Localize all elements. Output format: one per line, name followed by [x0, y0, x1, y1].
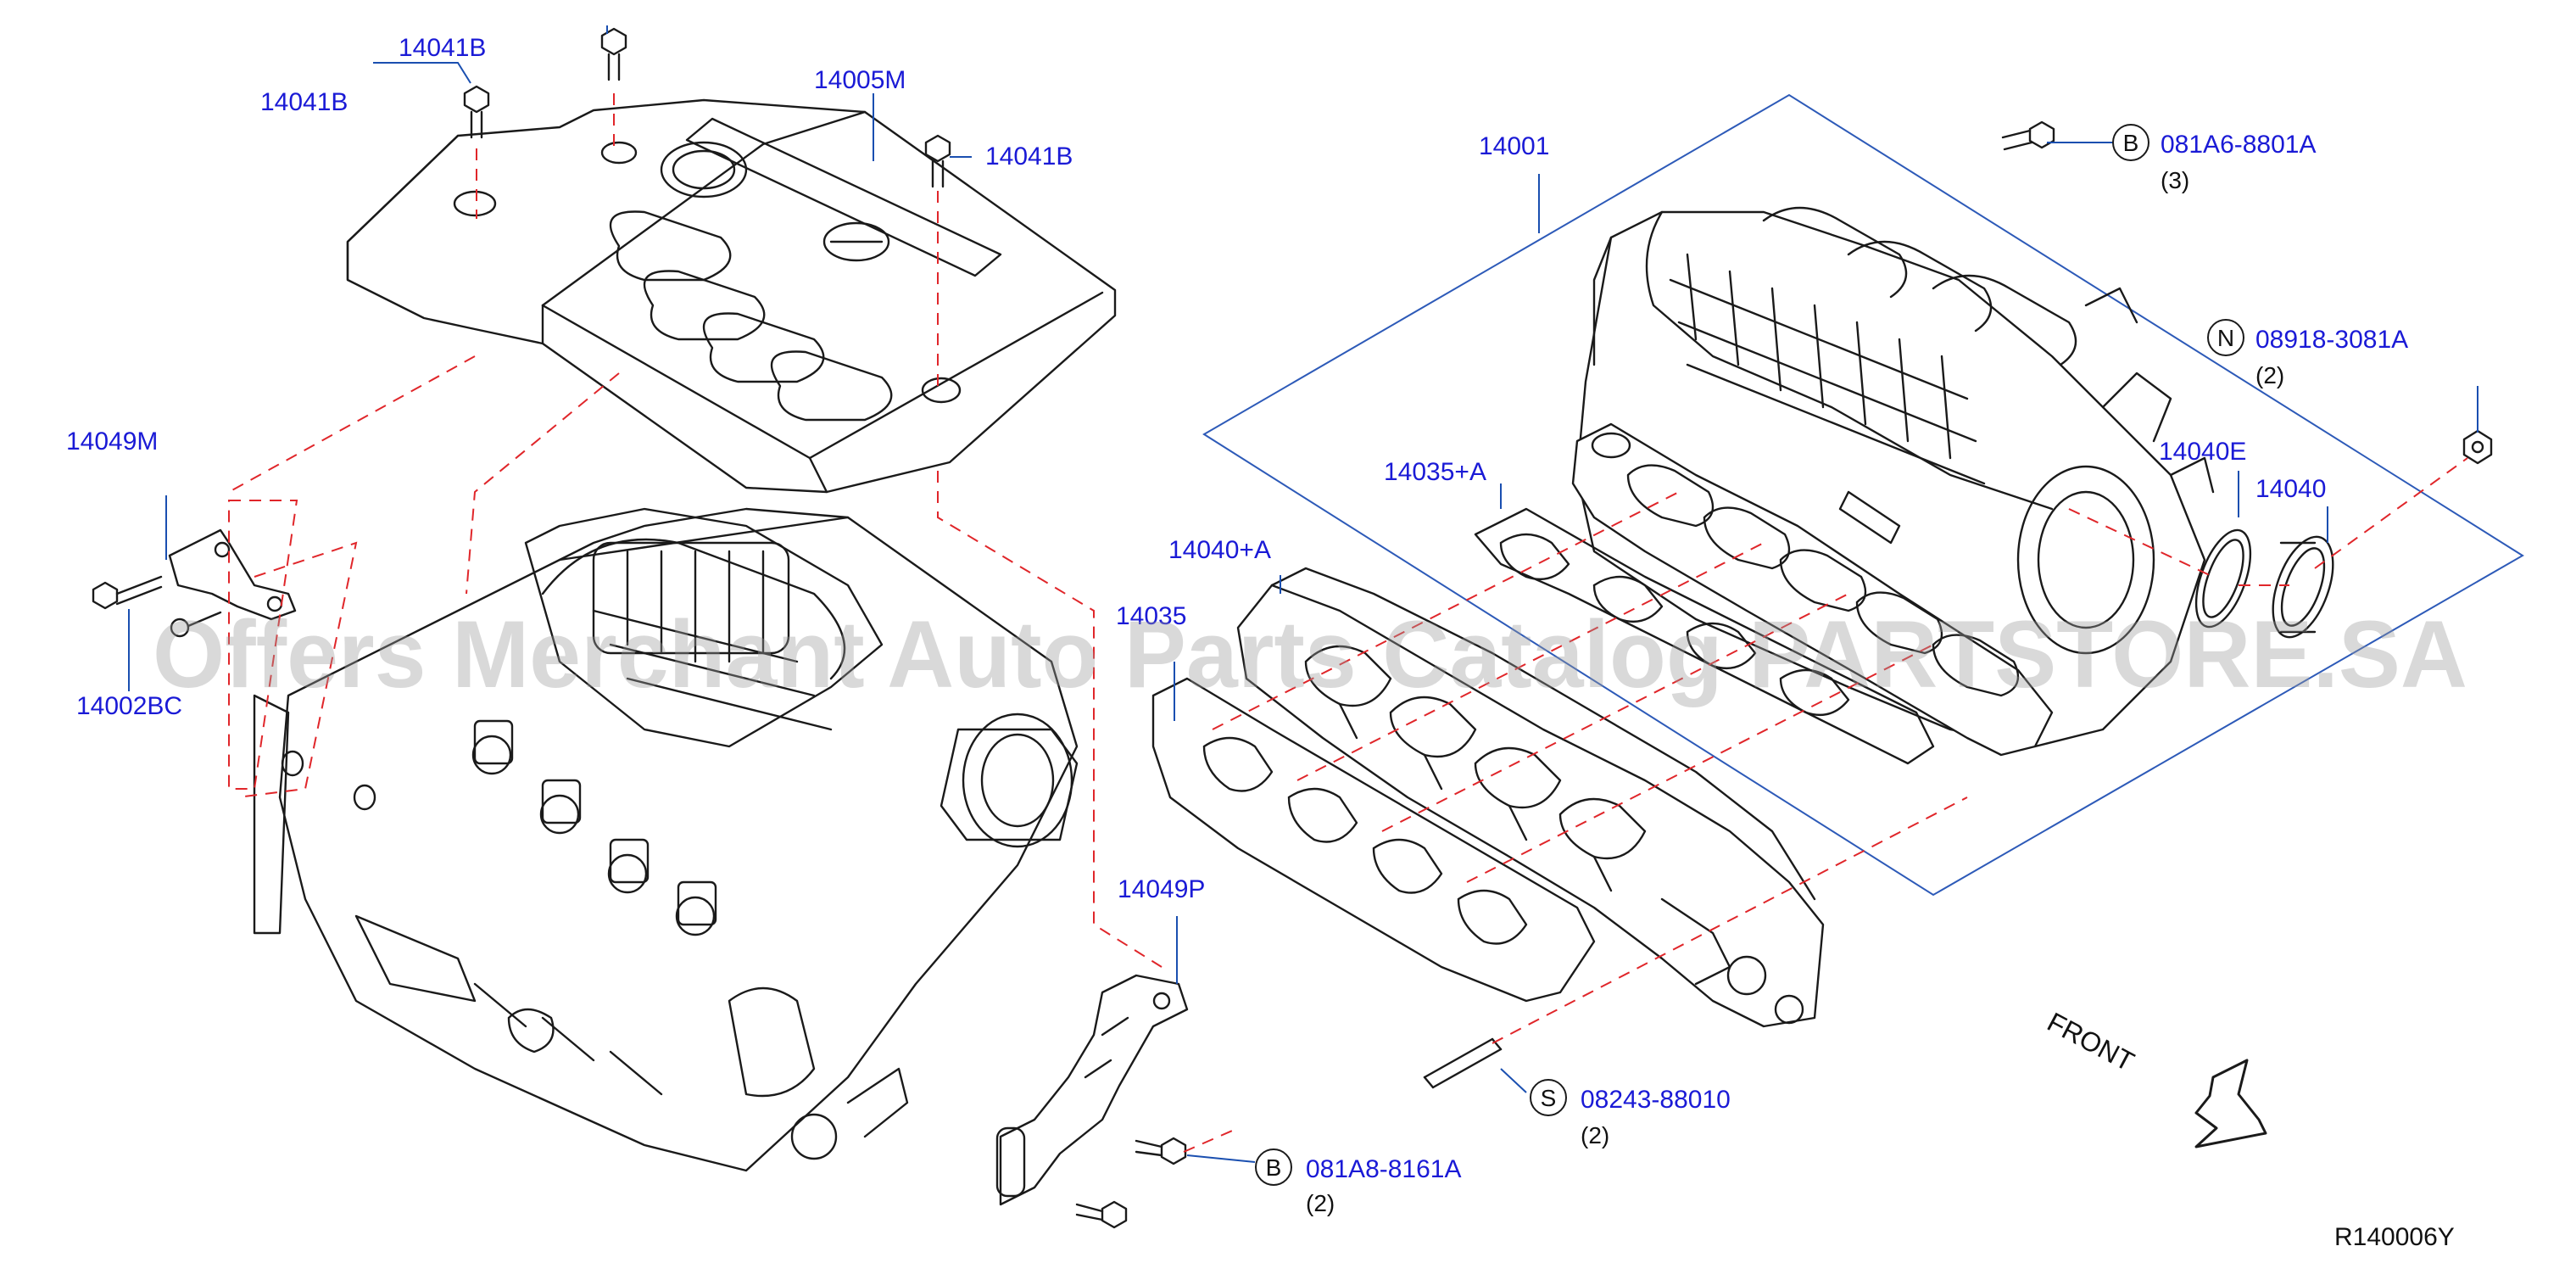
diagram-reference: R140006Y [2334, 1223, 2455, 1251]
callout-14049p: 14049P [1118, 875, 1205, 903]
fastener-qty: (3) [2161, 167, 2189, 193]
seal-14040 [2272, 535, 2334, 639]
fastener-qty: (2) [1581, 1122, 1609, 1148]
symbol-letter: B [2123, 130, 2139, 156]
nut-icon [2462, 429, 2493, 465]
fastener-callout: S 08243-88010 (2) [1530, 1079, 1731, 1148]
fastener-code: 081A8-8161A [1306, 1155, 1462, 1183]
symbol-letter: N [2217, 325, 2234, 351]
callout-14041b: 14041B [985, 143, 1073, 170]
fastener-callout: N 08918-3081A (2) [2207, 319, 2408, 388]
callout-14001: 14001 [1479, 132, 1549, 160]
callout-14005m: 14005M [814, 66, 906, 94]
collector-14040-a [1236, 567, 1825, 1028]
callout-14040e: 14040E [2159, 438, 2246, 466]
fastener-callout: B 081A6-8801A (3) [2112, 124, 2317, 193]
gasket-14035-a [1474, 507, 1935, 765]
leader-lines [128, 25, 2478, 1163]
callout-14040: 14040 [2255, 475, 2326, 503]
front-label: FRONT [2043, 1006, 2139, 1077]
symbol-letter: S [1541, 1085, 1557, 1111]
symbol-badge [1530, 1079, 1567, 1116]
callout-14041b: 14041B [399, 34, 486, 62]
callout-14035: 14035 [1116, 602, 1186, 630]
bolt-icon-b1 [2001, 120, 2055, 151]
fastener-callout: B 081A8-8161A (2) [1255, 1148, 1462, 1216]
intake-manifold-14001 [1571, 206, 2215, 757]
bracket-14049p [995, 974, 1189, 1229]
fastener-qty: (2) [2255, 362, 2284, 388]
engine-cover [346, 98, 1117, 494]
callout-14002bc: 14002BC [76, 692, 182, 720]
symbol-badge [2112, 124, 2149, 161]
stud-icon [1423, 1037, 1503, 1089]
watermark: Offers Merchant Auto Parts Catalog PARTS… [153, 601, 2467, 707]
front-indicator: FRONT [2043, 1006, 2267, 1148]
callout-14040-a: 14040+A [1168, 536, 1271, 564]
fastener-qty: (2) [1306, 1190, 1335, 1216]
bolt-icon [463, 27, 951, 188]
callout-14035-a: 14035+A [1384, 458, 1486, 486]
fastener-code: 08918-3081A [2255, 326, 2408, 354]
symbol-letter: B [1266, 1154, 1282, 1181]
bracket-14049m [92, 528, 297, 638]
symbol-badge [1255, 1148, 1292, 1186]
callout-labels: 14041B 14041B 14041B 14005M 14049M 14002… [66, 34, 2326, 903]
assembly-frame [1202, 93, 2524, 897]
assembly-lines [228, 93, 2468, 1153]
callout-14049m: 14049M [66, 428, 158, 455]
callout-14041b: 14041B [260, 88, 348, 116]
gasket-14035 [1151, 677, 1596, 1003]
symbol-badge [2207, 319, 2244, 356]
front-arrow-icon [2194, 1059, 2267, 1148]
fastener-code: 081A6-8801A [2161, 131, 2317, 159]
fastener-code: 08243-88010 [1581, 1086, 1731, 1114]
cylinder-head-assembly [253, 507, 1079, 1172]
